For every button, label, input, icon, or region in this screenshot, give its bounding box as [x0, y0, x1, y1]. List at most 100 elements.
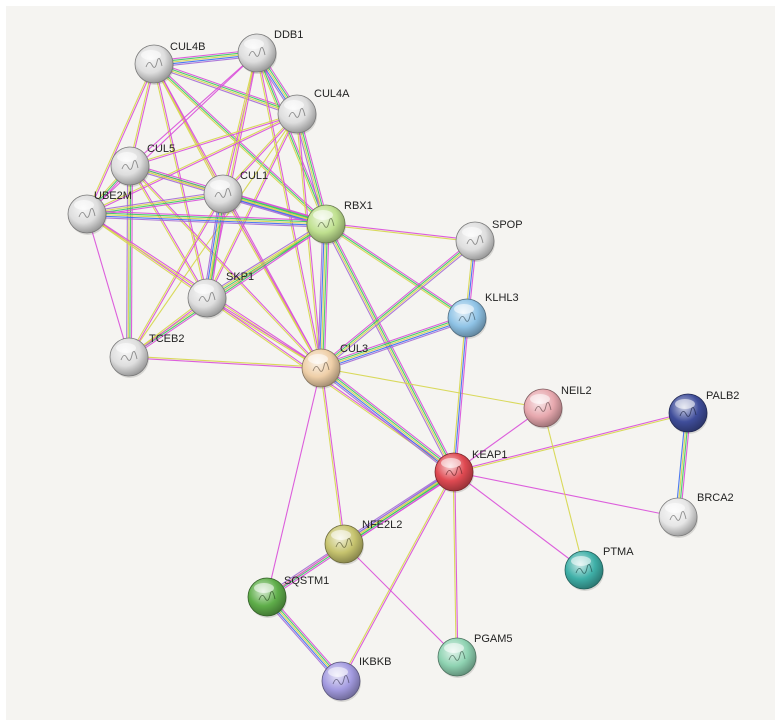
node-ikbkb[interactable]: IKBKB [321, 656, 391, 702]
node-cul3[interactable]: CUL3 [301, 343, 368, 389]
node-label: UBE2M [94, 190, 132, 202]
node-label: PGAM5 [474, 633, 513, 645]
edge-ube2m-rbx1[interactable] [86, 210, 327, 228]
node-gloss [284, 100, 304, 110]
edge-keap1-brca2[interactable] [453, 471, 679, 518]
node-label: TCEB2 [149, 333, 184, 345]
edge-cul4a-cul5[interactable] [129, 112, 298, 168]
edge-strand [321, 367, 346, 544]
edge-keap1-palb2[interactable] [453, 411, 689, 474]
protein-structure-icon [198, 291, 216, 302]
node-label: NFE2L2 [362, 519, 402, 531]
node-ddb1[interactable]: DDB1 [237, 29, 303, 74]
edge-rbx1-cul3[interactable] [317, 223, 330, 369]
edge-cul3-neil2[interactable] [320, 367, 544, 409]
protein-network-graph[interactable]: CUL4BDDB1CUL4ACUL5CUL1UBE2MRBX1SPOPSKP1K… [6, 6, 775, 720]
node-palb2[interactable]: PALB2 [668, 390, 739, 434]
edge-ddb1-cul1[interactable] [221, 52, 259, 195]
node-brca2[interactable]: BRCA2 [658, 492, 734, 538]
edge-strand [87, 211, 327, 223]
edge-strand [86, 215, 326, 227]
node-label: PALB2 [706, 390, 739, 402]
edge-ddb1-ube2m[interactable] [86, 52, 258, 215]
edge-strand [128, 166, 207, 299]
edge-strand [130, 165, 209, 298]
edge-strand [86, 112, 297, 214]
node-keap1[interactable]: KEAP1 [434, 449, 507, 493]
edge-strand [319, 238, 474, 367]
edge-keap1-ikbkb[interactable] [339, 471, 456, 682]
edge-strand [454, 413, 689, 474]
node-pgam5[interactable]: PGAM5 [437, 633, 513, 678]
edge-ddb1-cul5[interactable] [129, 52, 258, 167]
edge-strand [85, 63, 154, 214]
edge-cul3-tceb2[interactable] [128, 355, 322, 370]
node-tceb2[interactable]: TCEB2 [109, 333, 184, 378]
edge-cul5-tceb2[interactable] [126, 165, 133, 358]
edge-cul3-keap1[interactable] [318, 365, 457, 475]
node-label: CUL4A [314, 88, 350, 100]
node-cul5[interactable]: CUL5 [110, 143, 175, 187]
edge-cul4a-cul3[interactable] [295, 113, 323, 369]
edge-keap1-pgam5[interactable] [452, 471, 459, 658]
node-rbx1[interactable]: RBX1 [306, 200, 373, 245]
protein-structure-icon [121, 159, 139, 170]
edge-strand [319, 314, 467, 366]
node-gloss [328, 667, 348, 677]
node-neil2[interactable]: NEIL2 [523, 385, 592, 429]
edge-strand [223, 53, 259, 195]
edge-klhl3-keap1[interactable] [451, 317, 470, 473]
node-gloss [444, 643, 464, 653]
edge-strand [126, 165, 129, 357]
edge-rbx1-klhl3[interactable] [324, 222, 469, 320]
node-gloss [116, 343, 136, 353]
node-nfe2l2[interactable]: NFE2L2 [324, 519, 402, 565]
node-label: SQSTM1 [284, 575, 329, 587]
node-gloss [665, 503, 685, 513]
edge-cul4b-cul4a[interactable] [153, 61, 298, 117]
edge-strand [87, 64, 156, 215]
edge-strand [154, 61, 298, 113]
node-gloss [441, 458, 461, 468]
edge-keap1-ptma[interactable] [453, 471, 585, 571]
edge-strand [320, 367, 455, 473]
edge-strand [129, 224, 328, 359]
edge-neil2-ptma[interactable] [542, 407, 585, 571]
node-skp1[interactable]: SKP1 [187, 271, 254, 319]
edge-cul4b-skp1[interactable] [152, 63, 209, 299]
edge-strand [322, 224, 329, 369]
node-label: CUL5 [147, 143, 175, 155]
edge-ube2m-tceb2[interactable] [86, 213, 130, 358]
edge-cul5-skp1[interactable] [128, 165, 209, 299]
protein-structure-icon [120, 350, 138, 361]
edge-strand [129, 112, 297, 166]
protein-structure-icon [312, 361, 330, 372]
node-klhl3[interactable]: KLHL3 [447, 292, 519, 339]
node-cul4b[interactable]: CUL4B [134, 41, 205, 85]
edge-strand [128, 223, 327, 358]
edge-cul4a-ube2m[interactable] [86, 112, 298, 216]
edge-nfe2l2-pgam5[interactable] [343, 543, 458, 658]
edge-cul3-spop[interactable] [319, 238, 477, 371]
edge-cul3-nfe2l2[interactable] [319, 367, 346, 545]
edge-strand [326, 222, 476, 241]
edge-strand [130, 165, 322, 368]
edge-strand [154, 62, 328, 224]
node-cul4a[interactable]: CUL4A [277, 88, 350, 135]
node-label: RBX1 [344, 200, 373, 212]
protein-structure-icon [575, 563, 593, 574]
node-spop[interactable]: SPOP [455, 219, 523, 262]
edge-strand [86, 216, 326, 228]
node-ptma[interactable]: PTMA [564, 546, 634, 591]
edge-strand [86, 191, 223, 213]
edge-cul3-sqstm1[interactable] [266, 367, 322, 598]
node-cul1[interactable]: CUL1 [203, 170, 268, 215]
edge-cul4b-ube2m[interactable] [85, 63, 156, 215]
edge-strand [317, 223, 324, 368]
protein-structure-icon [78, 207, 96, 218]
edge-cul3-klhl3[interactable] [319, 314, 469, 372]
node-sqstm1[interactable]: SQSTM1 [247, 575, 329, 618]
edge-rbx1-spop[interactable] [325, 222, 476, 243]
node-ube2m[interactable]: UBE2M [67, 190, 132, 235]
